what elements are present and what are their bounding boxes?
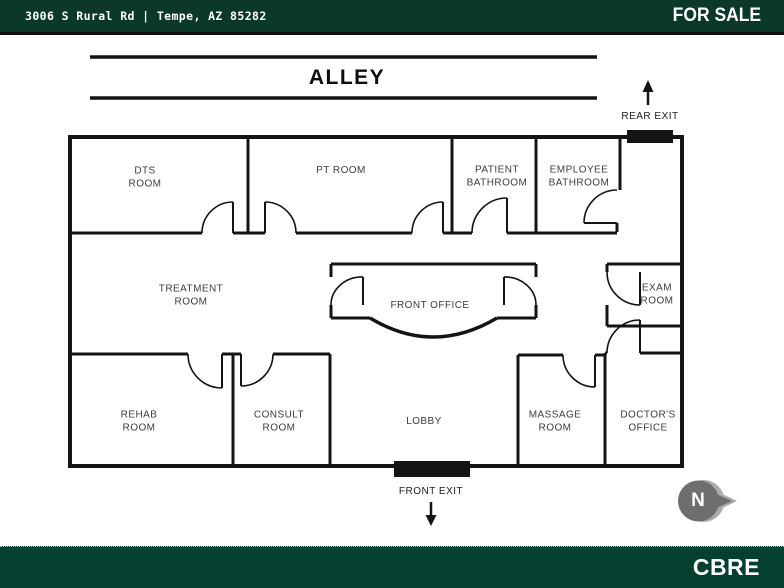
outer-wall [68, 135, 684, 468]
room-label-doctors-office: DOCTOR'S OFFICE [620, 409, 676, 434]
room-label-pt-room: PT ROOM [316, 164, 366, 176]
rear-exit-label: REAR EXIT [621, 110, 679, 122]
room-label-lobby: LOBBY [406, 415, 442, 427]
north-compass-icon [678, 480, 737, 522]
rear-exit-arrow-icon [642, 80, 654, 105]
header-bar: 3006 S Rural Rd | Tempe, AZ 85282 FOR SA… [0, 0, 784, 35]
room-label-massage-room: MASSAGE ROOM [528, 409, 582, 434]
reception-curve [369, 316, 498, 339]
room-label-exam-room: EXAM ROOM [640, 282, 674, 307]
room-label-dts-room: DTS ROOM [128, 165, 162, 190]
room-label-consult-room: CONSULT ROOM [253, 409, 305, 434]
interior-walls [70, 137, 682, 466]
door-swing-arcs [187, 189, 641, 389]
compass-north-letter: N [691, 490, 705, 511]
for-sale-label: FOR SALE [672, 5, 761, 26]
footer-bar: CBRE [0, 546, 784, 588]
door-leaves [221, 198, 641, 388]
room-label-rehab-room: REHAB ROOM [120, 409, 158, 434]
room-label-front-office: FRONT OFFICE [390, 299, 470, 311]
cbre-logo: CBRE [692, 554, 760, 580]
room-label-employee-bathroom: EMPLOYEE BATHROOM [548, 164, 610, 189]
room-label-patient-bathroom: PATIENT BATHROOM [466, 164, 528, 189]
alley-label: ALLEY [308, 65, 386, 89]
front-exit-arrow-icon [425, 502, 437, 526]
room-label-treatment-room: TREATMENT ROOM [158, 283, 224, 308]
property-address: 3006 S Rural Rd | Tempe, AZ 85282 [25, 9, 267, 23]
front-exit-label: FRONT EXIT [398, 485, 464, 497]
front-exit-door [394, 461, 470, 477]
alley-lines [90, 55, 597, 100]
